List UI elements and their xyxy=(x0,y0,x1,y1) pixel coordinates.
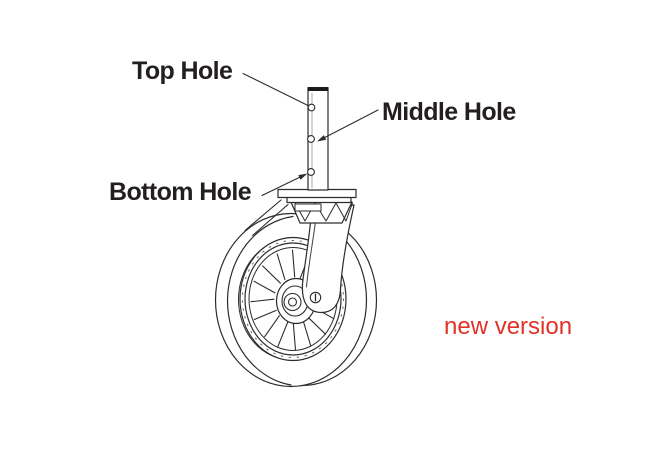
post-top-cap xyxy=(307,87,329,91)
arrowhead-bottom-hole xyxy=(298,173,308,180)
wheel-hub xyxy=(275,277,317,325)
mounting-plate xyxy=(277,188,357,199)
leader-bottom-hole xyxy=(261,176,300,197)
post-middle-hole xyxy=(307,135,315,143)
leader-lines xyxy=(242,72,379,197)
tire-texture-ring xyxy=(242,240,344,358)
wheel xyxy=(214,212,378,388)
arrowhead-middle-hole xyxy=(317,135,327,142)
swivel-housing xyxy=(286,196,353,224)
callout-middle-hole: Middle Hole xyxy=(382,98,516,126)
new-version-note: new version xyxy=(444,313,573,340)
tire-tread-edge-left xyxy=(226,215,294,386)
post xyxy=(307,87,329,191)
callout-bottom-hole: Bottom Hole xyxy=(109,178,252,206)
truss-zigzag xyxy=(294,202,353,222)
fork-back-leg xyxy=(244,199,289,237)
axle-bolt-icon xyxy=(309,291,322,304)
post-top-hole xyxy=(307,103,316,112)
fork-front-leg xyxy=(301,204,355,314)
post-bottom-hole xyxy=(307,168,315,176)
leader-top-hole xyxy=(242,72,309,107)
callout-top-hole: Top Hole xyxy=(132,57,233,85)
leader-middle-hole xyxy=(324,109,379,138)
